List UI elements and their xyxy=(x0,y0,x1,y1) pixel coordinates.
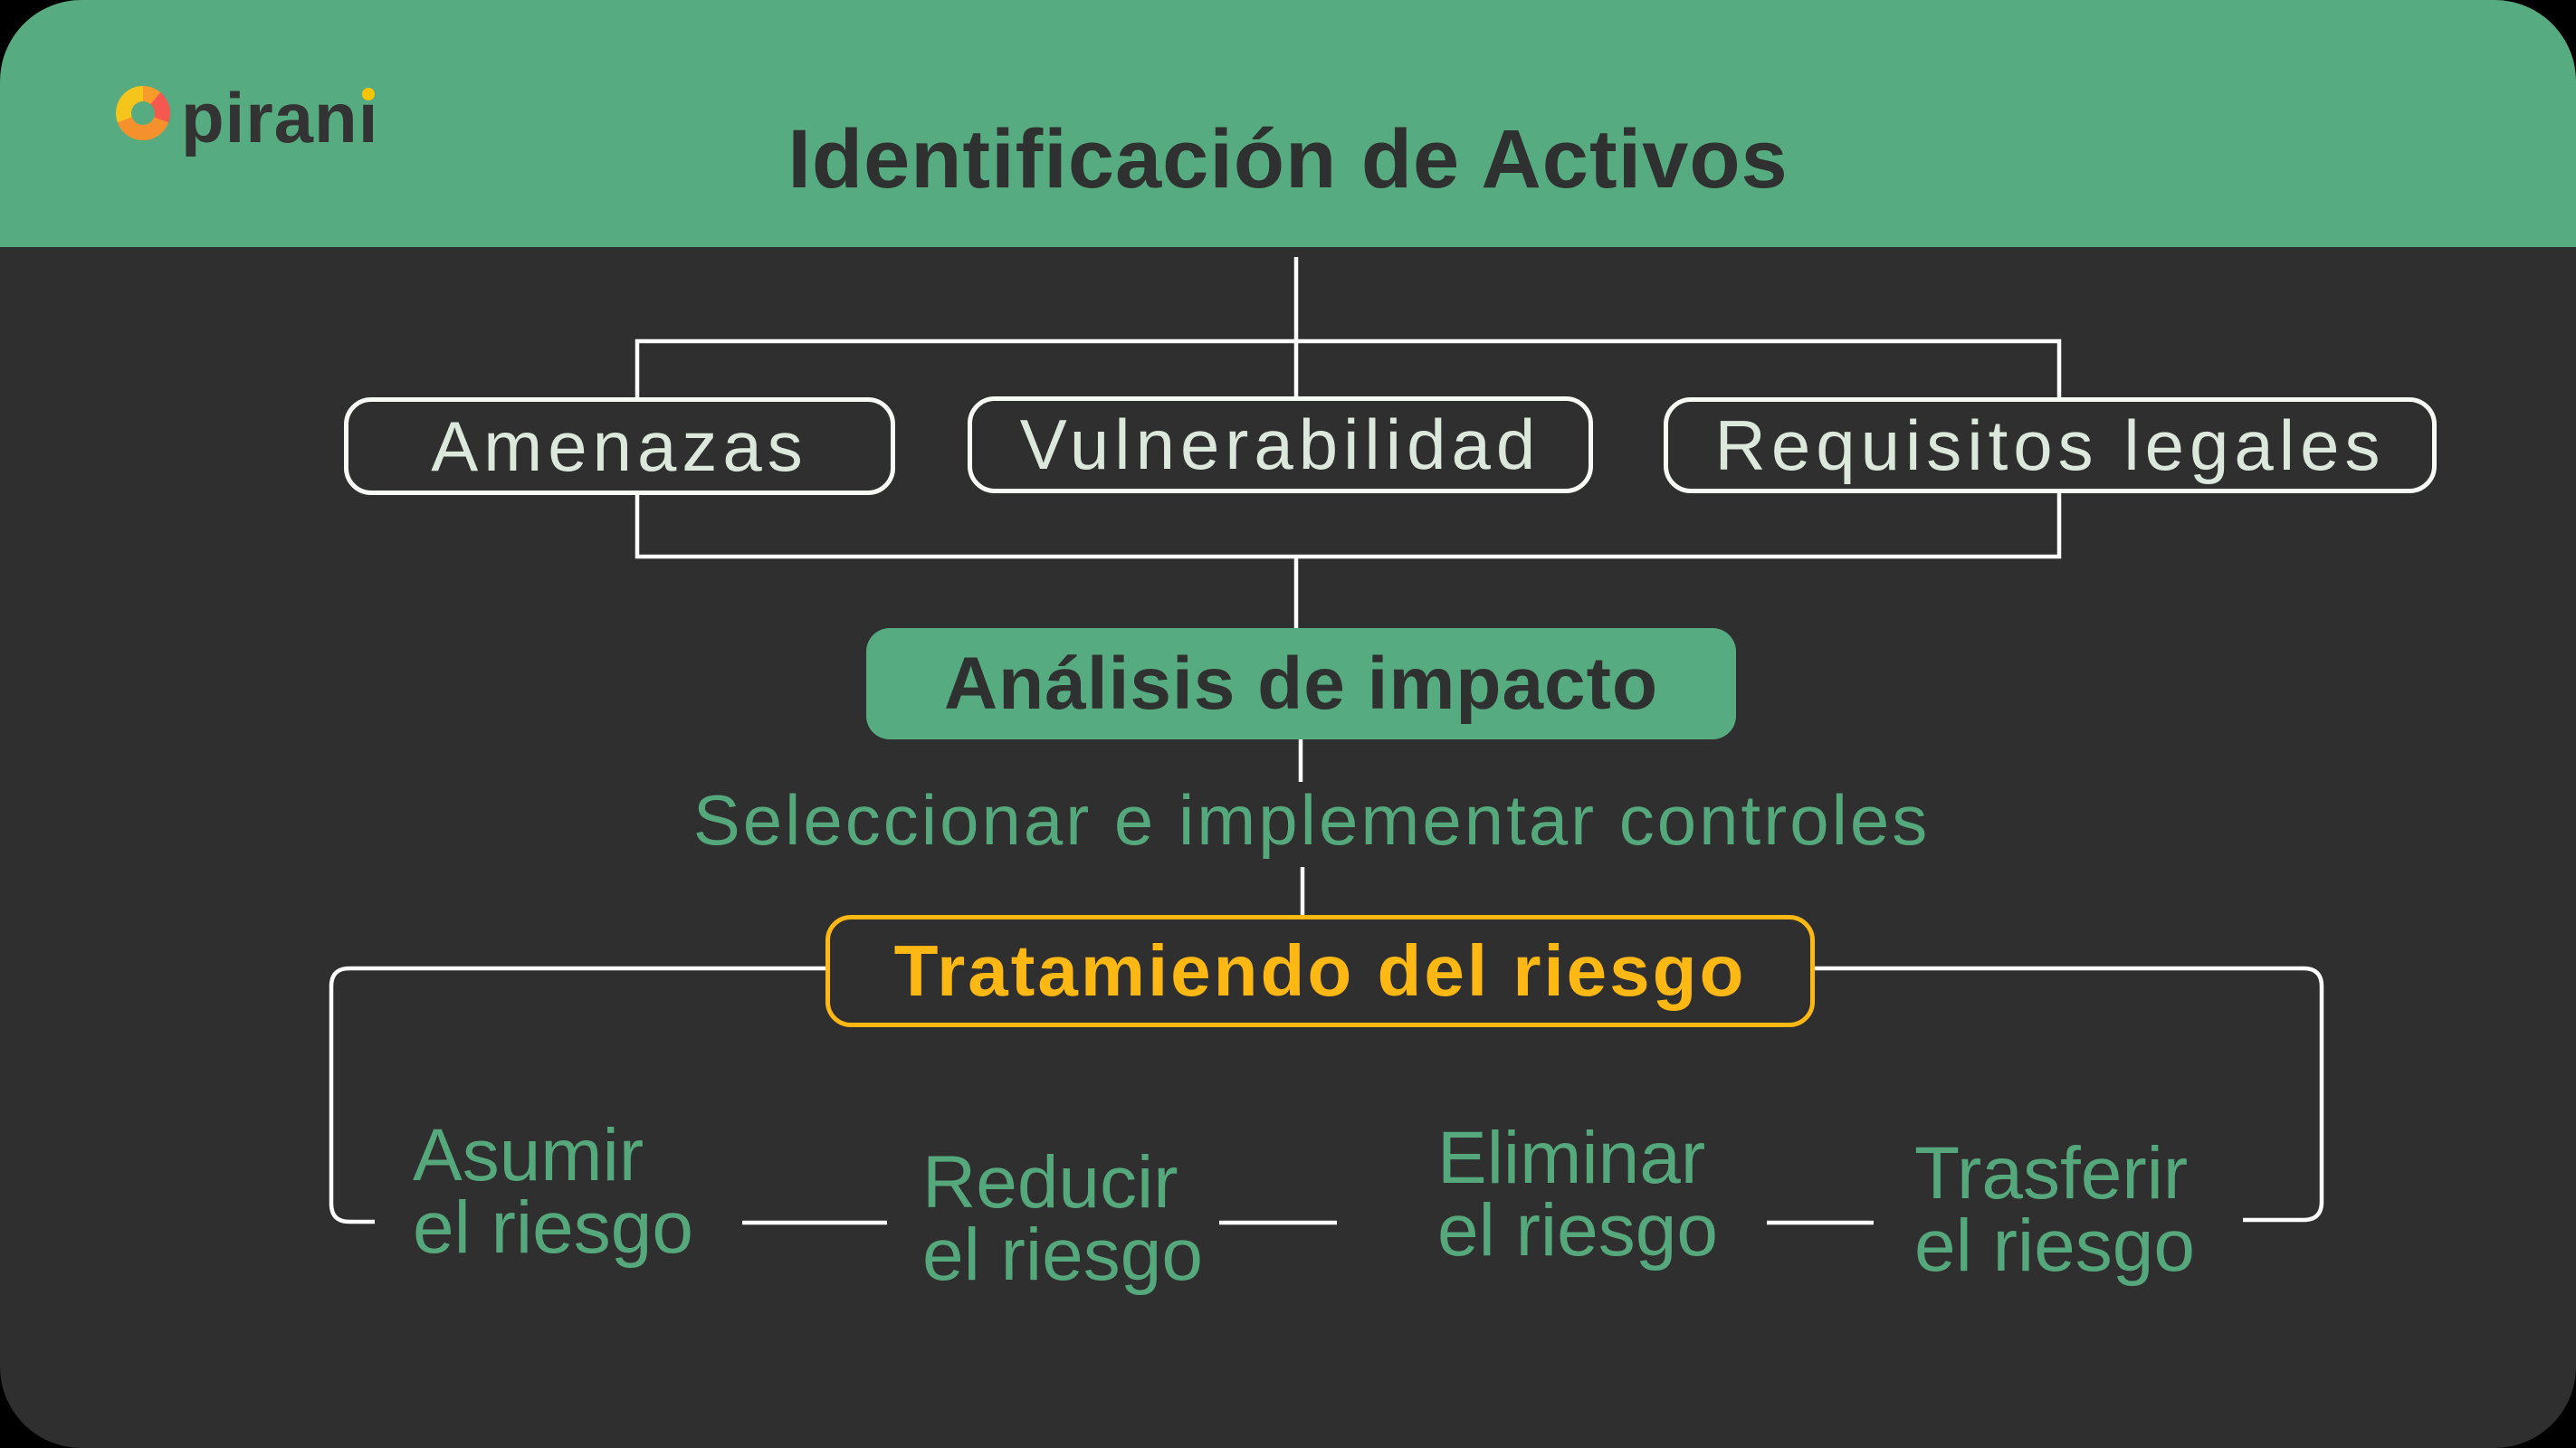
option-reducir-el-riesgo: Reducir el riesgo xyxy=(922,1141,1203,1296)
page-title: Identificación de Activos xyxy=(787,113,1789,205)
right-options-connector xyxy=(1815,966,2324,1223)
factor-label: Requisitos legales xyxy=(1714,405,2386,485)
option-line1: Trasferir xyxy=(1914,1132,2189,1215)
factor-label: Amenazas xyxy=(431,405,808,486)
pirani-donut-icon xyxy=(116,86,170,140)
brand-wordmark: piranı xyxy=(181,81,378,154)
controls-note: Seleccionar e implementar controles xyxy=(692,780,1931,860)
left-options-connector xyxy=(329,966,825,1224)
impact-label: Análisis de impacto xyxy=(943,642,1659,725)
treatment-box: Tratamiendo del riesgo xyxy=(825,915,1815,1027)
option-line1: Reducir xyxy=(922,1141,1178,1224)
brand-i-dot-icon xyxy=(362,88,376,100)
option-trasferir-el-riesgo: Trasferir el riesgo xyxy=(1914,1132,2195,1287)
factor-box-vulnerabilidad: Vulnerabilidad xyxy=(968,396,1593,493)
option-eliminar-el-riesgo: Eliminar el riesgo xyxy=(1437,1117,1718,1272)
factor-label: Vulnerabilidad xyxy=(1019,405,1541,484)
option-line2: el riesgo xyxy=(1437,1189,1718,1272)
factor-box-requisitos-legales: Requisitos legales xyxy=(1664,397,2437,493)
factor-box-amenazas: Amenazas xyxy=(344,397,895,495)
treatment-label: Tratamiendo del riesgo xyxy=(893,930,1747,1011)
option-asumir-el-riesgo: Asumir el riesgo xyxy=(413,1114,693,1269)
option-line1: Eliminar xyxy=(1437,1117,1706,1199)
option-line2: el riesgo xyxy=(1914,1205,2195,1287)
brand-last-letter: ı xyxy=(358,78,379,157)
option-line1: Asumir xyxy=(413,1114,644,1196)
brand-wordmark-prefix: piran xyxy=(181,78,358,157)
header-band: piranı Identificación de Activos xyxy=(0,0,2576,247)
option-line2: el riesgo xyxy=(413,1186,693,1269)
option-line2: el riesgo xyxy=(922,1214,1203,1296)
impact-box: Análisis de impacto xyxy=(866,628,1736,739)
